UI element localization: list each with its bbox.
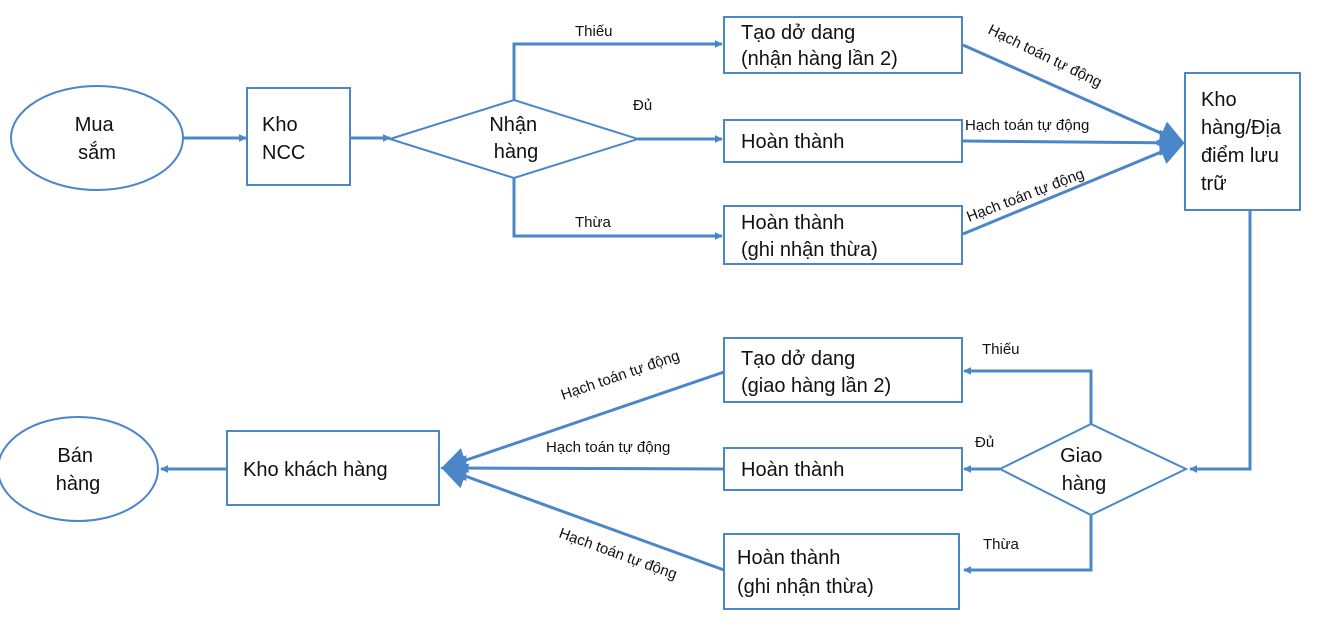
mua-sam-node <box>10 85 184 191</box>
kho-khach-hang-node <box>226 430 440 506</box>
label-thua-receive: Thừa <box>575 214 612 231</box>
edge-auto-posting-5 <box>440 455 725 482</box>
edge-giao-hang-thieu <box>963 367 1093 424</box>
label-du-receive: Đủ <box>633 97 652 114</box>
edge-giao-hang-thua <box>963 515 1093 574</box>
nhan-hang-decision <box>386 98 642 180</box>
label-auto-posting-6: Hạch toán tự động <box>557 525 680 583</box>
label-auto-posting-3: Hạch toán tự động <box>964 165 1086 225</box>
mua-sam-label: Mua sắm <box>75 114 119 164</box>
nhan-hang-label: Nhận hàng <box>489 114 542 163</box>
edge-kho-hang-to-giao-hang <box>1189 210 1252 473</box>
ban-hang-node <box>0 416 159 522</box>
giao-hang-label: Giao hàng <box>1060 445 1108 495</box>
label-thieu-receive: Thiếu <box>575 23 613 40</box>
tao-do-dang-giao-node <box>723 337 963 403</box>
kho-khach-hang-label: Kho khách hàng <box>243 459 388 481</box>
label-auto-posting-2: Hạch toán tự động <box>965 117 1089 134</box>
edge-auto-posting-4 <box>440 370 725 473</box>
giao-hang-decision <box>997 422 1189 517</box>
edge-auto-posting-2 <box>962 129 1186 156</box>
hoan-thanh-thua-giao-node <box>723 533 960 610</box>
kho-hang-dia-diem-node <box>1184 72 1301 211</box>
hoan-thanh-thua-nhan-label: Hoàn thành (ghi nhận thừa) <box>741 212 878 261</box>
ban-hang-label: Bán hàng <box>56 445 101 495</box>
hoan-thanh-thua-nhan-node <box>723 205 963 265</box>
edge-auto-posting-3 <box>962 139 1186 236</box>
kho-ncc-node <box>246 87 351 186</box>
edge-auto-posting-6 <box>440 463 725 572</box>
label-thua-deliver: Thừa <box>983 536 1020 553</box>
edge-nhan-hang-thua <box>512 178 723 240</box>
hoan-thanh-giao-label: Hoàn thành <box>741 459 844 481</box>
label-du-deliver: Đủ <box>975 434 994 451</box>
tao-do-dang-giao-label: Tạo dở dang (giao hàng lần 2) <box>741 348 891 397</box>
label-auto-posting-5: Hạch toán tự động <box>546 439 670 456</box>
kho-ncc-label: Kho NCC <box>262 114 305 164</box>
hoan-thanh-nhan-node <box>723 119 963 163</box>
edge-auto-posting-1 <box>962 43 1186 146</box>
tao-do-dang-nhan-label: Tạo dở dang (nhận hàng lần 2) <box>741 22 898 70</box>
hoan-thanh-giao-node <box>723 447 963 491</box>
tao-do-dang-nhan-node <box>723 16 963 74</box>
label-auto-posting-4: Hạch toán tự động <box>559 347 682 404</box>
label-thieu-deliver: Thiếu <box>982 341 1020 358</box>
hoan-thanh-thua-giao-label: Hoàn thành (ghi nhận thừa) <box>737 547 874 598</box>
edge-nhan-hang-thieu <box>512 40 723 100</box>
hoan-thanh-nhan-label: Hoàn thành <box>741 131 844 153</box>
kho-hang-dia-diem-label: Kho hàng/Địa điểm lưu trữ <box>1201 89 1287 195</box>
